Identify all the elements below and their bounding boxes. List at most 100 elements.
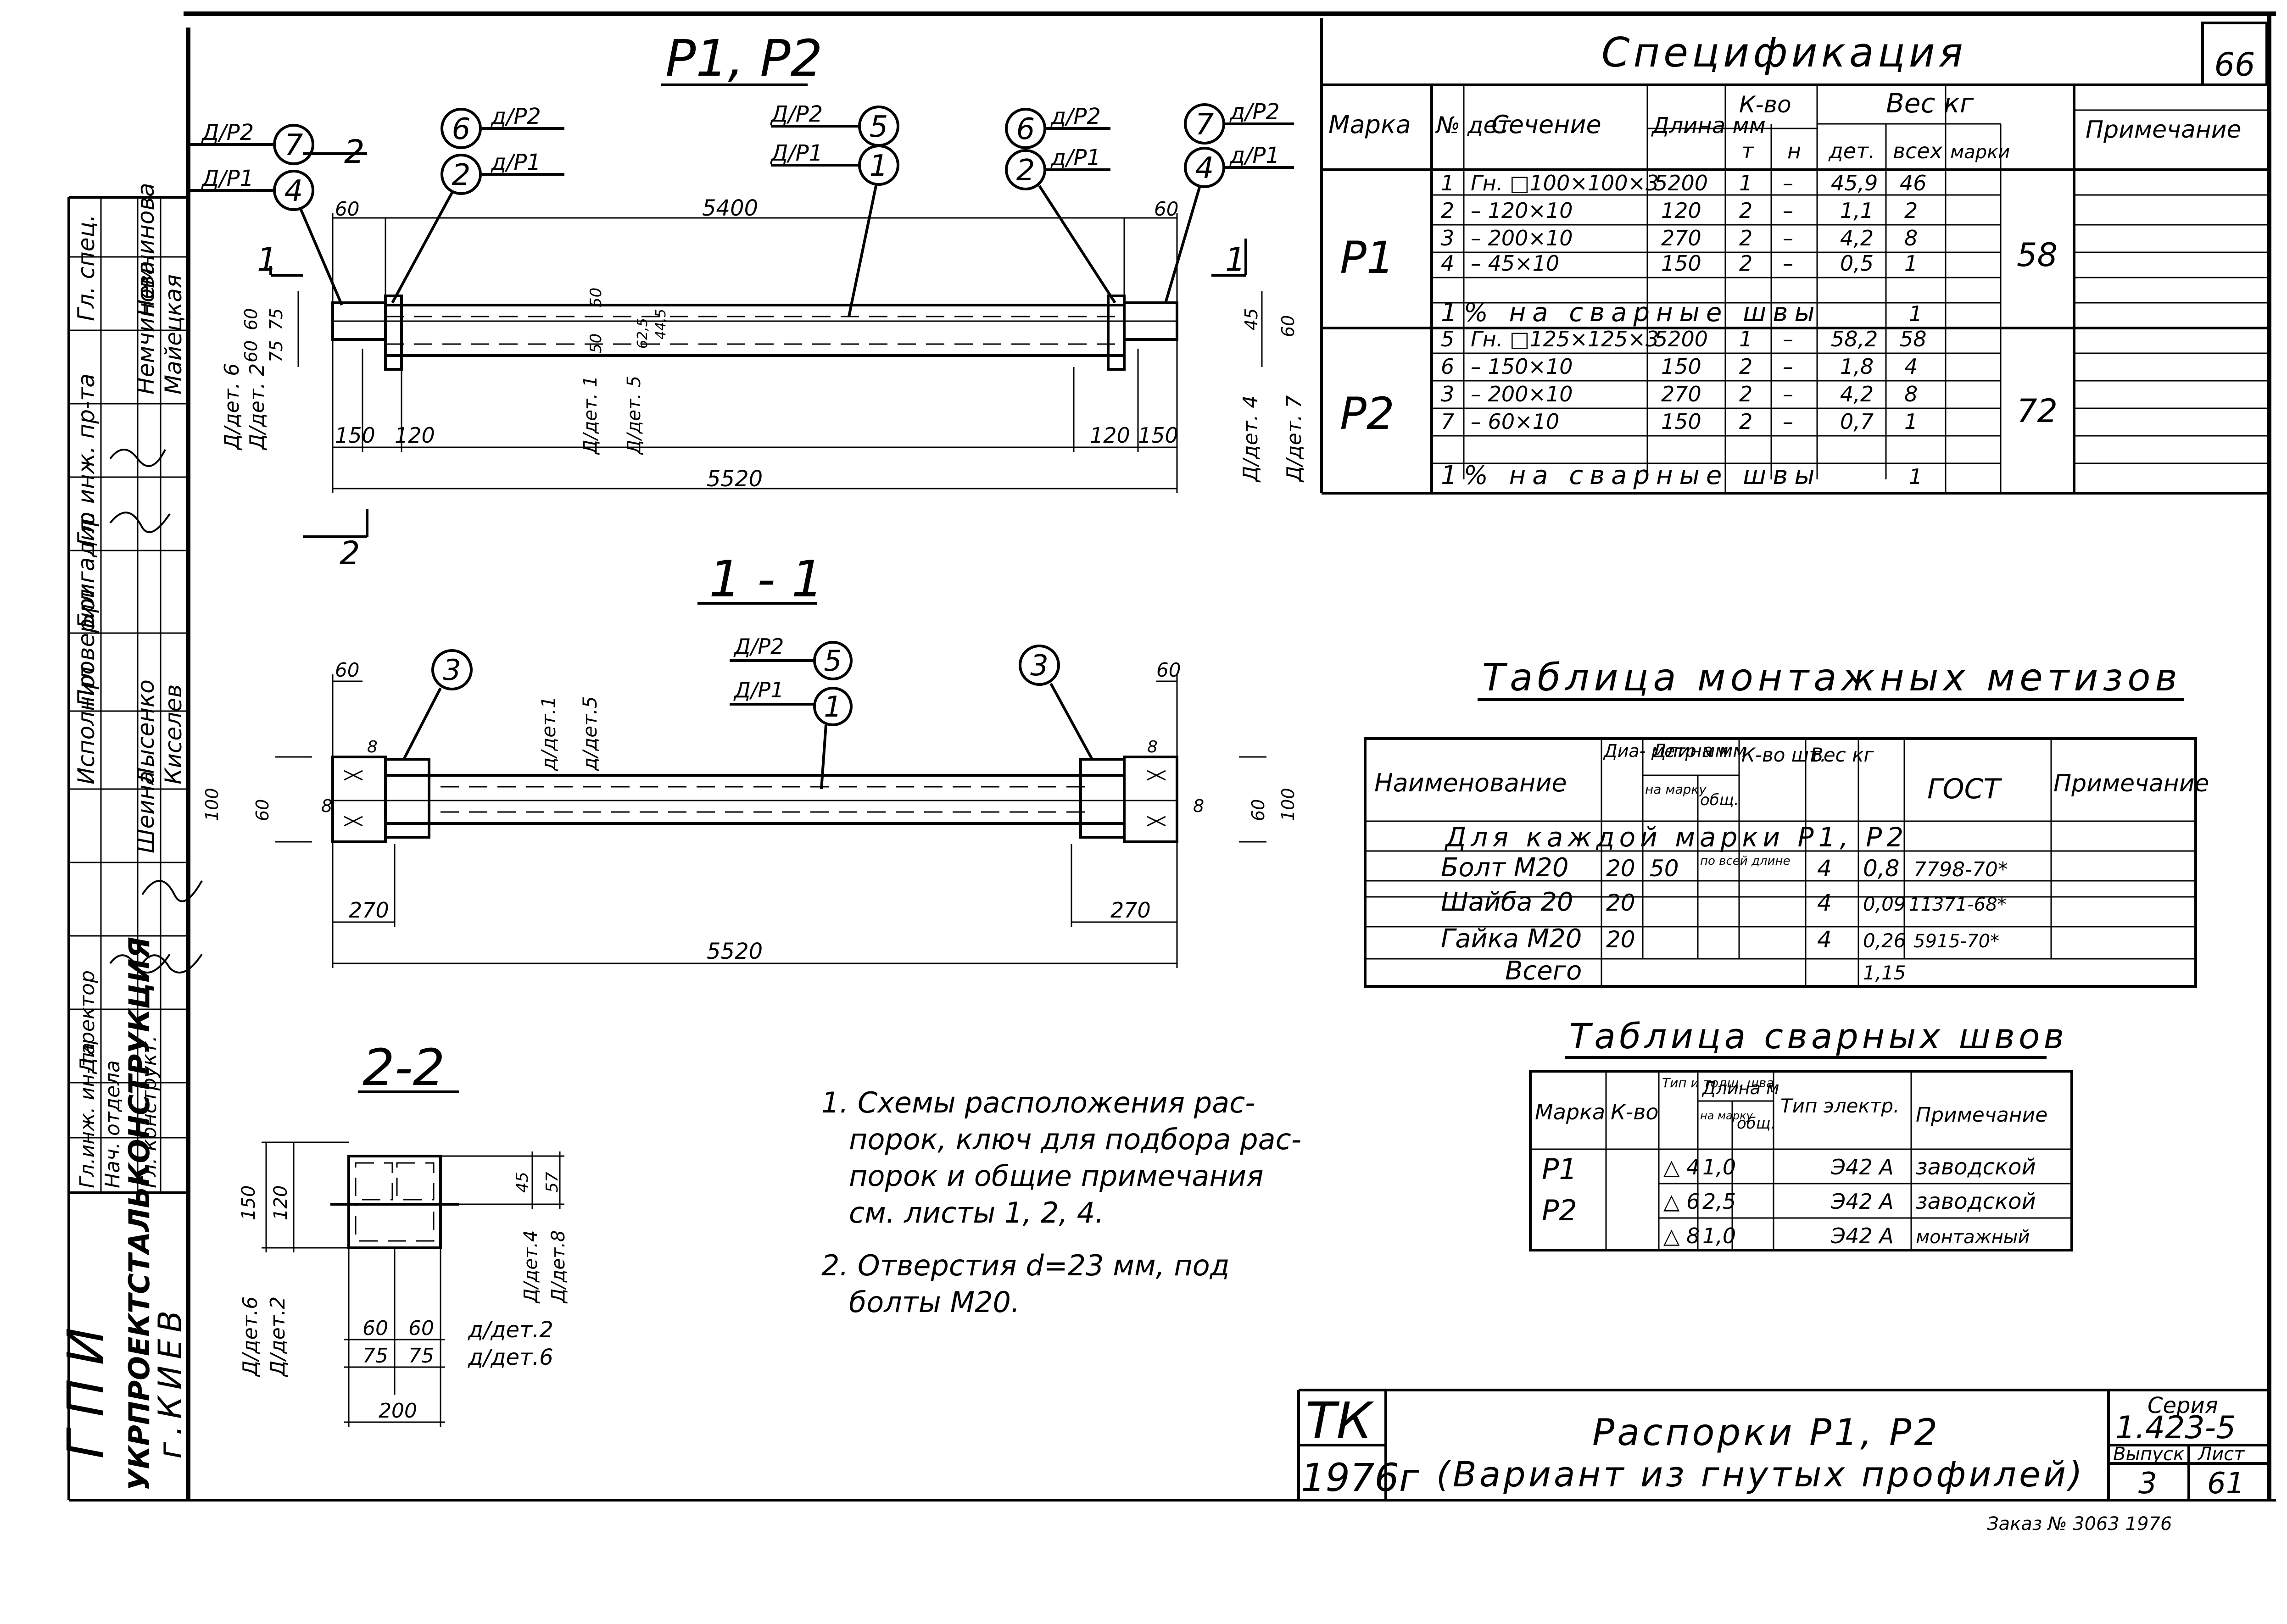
spec-p2-r4-n: – (1783, 409, 1793, 434)
note-line-1: 1. Схемы расположения рас- (821, 1086, 1255, 1119)
wld-r3-type: △ 8 (1663, 1224, 1700, 1248)
fst-r1-qty: 4 (1817, 855, 1832, 882)
spec-p1-r1-det: 1 (1441, 171, 1454, 195)
dim-45-r: 45 (1241, 308, 1261, 330)
tb-title-2: (Вариант из гнутых профилей) (1436, 1454, 2085, 1495)
spec-p2-welds: 1% на сварные швы (1441, 461, 1821, 490)
dim-mid-50b: 50 (587, 334, 605, 353)
sec22-d150: 150 (238, 1185, 259, 1220)
stamp-role-3: Проверил (73, 589, 100, 706)
fst-r1-lenall: по всей длине (1700, 854, 1790, 868)
fst-r2-dia: 20 (1606, 890, 1635, 916)
callout-labels: Д/Р2 Д/Р1 д/Р2 д/Р1 Д/Р2 Д/Р1 д/Р2 д/Р1 … (201, 99, 1280, 191)
spec-p2-r3-det: 3 (1441, 382, 1454, 406)
spec-h-qty: К-во (1739, 91, 1791, 118)
cut2-top: 2 (344, 133, 365, 171)
spec-title: Спецификация (1601, 29, 1967, 76)
vlbl-det1: Д/дет. 1 (580, 376, 601, 455)
stamp-name-1: Немчинова (133, 261, 159, 395)
co-2b: 2 (1016, 154, 1035, 188)
spec-p1-r3-len: 270 (1661, 226, 1701, 250)
spec-p1-r1-sec: Гн. □100×100×3 (1471, 171, 1659, 195)
note-line-6: болты М20. (849, 1285, 1020, 1319)
spec-p2-r4-wa: 1 (1904, 409, 1918, 434)
sec11-title: 1 - 1 (709, 550, 824, 608)
sec11-co1: 1 (824, 690, 842, 723)
lbl-ap1-b: д/Р1 (1050, 145, 1101, 171)
spec-p1-r1-n: – (1783, 171, 1793, 195)
sec11-lbl-dp2: Д/Р2 (733, 634, 784, 659)
sheet-frame (67, 11, 2276, 1502)
spec-p2-mark-weight: 72 (2017, 392, 2058, 430)
co-4b: 4 (1195, 151, 1214, 185)
sec11-h60-r: 60 (1248, 799, 1268, 821)
stamp-role-1: Гл. инж. пр-та (73, 373, 100, 546)
sec22-l1: Д/дет.6 (239, 1296, 262, 1377)
spec-p2-r1-t: 1 (1739, 327, 1752, 351)
view-title: P1, P2 (665, 29, 823, 88)
tb-issue-label: Выпуск (2113, 1444, 2184, 1465)
tb-title-1: Распорки P1, P2 (1592, 1411, 1940, 1454)
sec11-b8-tr: 8 (1147, 738, 1158, 756)
cut1-left: 1 (257, 241, 278, 278)
cut2-bottom: 2 (340, 534, 360, 572)
sec22-r1: д/дет.2 (468, 1317, 553, 1343)
stamp-org-full: УКРПРОЕКТСТАЛЬКОНСТРУКЦИЯ (123, 937, 156, 1491)
lbl-dp1-a: Д/Р1 (201, 166, 254, 191)
spec-p1-r1-wa: 46 (1900, 171, 1927, 195)
fst-group-row: Для каждой марки P1, P2 (1444, 822, 1908, 853)
spec-p2-r3-n: – (1783, 382, 1793, 406)
spec-p2-r3-len: 270 (1661, 382, 1701, 406)
sec22-w75b: 75 (408, 1344, 434, 1368)
spec-p1-r4-sec: – 45×10 (1471, 251, 1559, 276)
notes: 1. Схемы расположения рас- порок, ключ д… (821, 1086, 1301, 1319)
spec-p2-r4-sec: – 60×10 (1471, 409, 1559, 434)
fst-h-note: Примечание (2053, 770, 2209, 797)
view-p1-p2: P1, P2 5400 5520 60 6 (188, 29, 1306, 572)
spec-p1-r3-wa: 8 (1904, 226, 1918, 250)
lbl-dp2-a: Д/Р2 (201, 120, 254, 145)
spec-p1-r2-wa: 2 (1904, 198, 1918, 223)
fst-h-name: Наименование (1374, 768, 1567, 797)
tb-tk: ТК (1305, 1391, 1374, 1450)
dim-mid-50a: 50 (587, 288, 605, 307)
spec-h-det: № дет (1435, 112, 1512, 139)
spec-table: Спецификация 66 Марка № дет Сечение Длин… (1320, 18, 2269, 495)
spec-p1-mark-weight: 58 (2017, 236, 2058, 274)
fst-r1-gost: 7798-70* (1913, 858, 2008, 881)
wld-h-note: Примечание (1916, 1103, 2047, 1127)
spec-p2-r3-wd: 4,2 (1840, 382, 1874, 406)
dim-120-l: 120 (395, 423, 435, 448)
spec-h-weight: Вес кг (1886, 88, 1974, 119)
lbl-dp1-b: Д/Р1 (770, 140, 823, 166)
dim-5520: 5520 (707, 466, 763, 492)
spec-p2-r4-wd: 0,7 (1840, 409, 1874, 434)
co-1: 1 (870, 149, 888, 183)
spec-h-wmark: марки (1950, 142, 2010, 163)
spec-p2-r1-wa: 58 (1900, 327, 1927, 351)
note-line-3: порок и общие примечания (849, 1159, 1263, 1193)
spec-p1-r2-len: 120 (1661, 198, 1701, 223)
spec-p2-r1-det: 5 (1441, 327, 1454, 351)
vlbl-det5: Д/дет. 5 (624, 376, 645, 455)
fst-r2-gost: 11371-68* (1909, 894, 2007, 915)
spec-mark-p1: P1 (1340, 232, 1395, 284)
spec-p2-r1-sec: Гн. □125×125×3 (1471, 327, 1659, 351)
fst-r2-qty: 4 (1817, 890, 1832, 916)
sec11-callouts (402, 641, 1093, 790)
tb-sheet: 61 (2207, 1467, 2244, 1501)
sec22-w200: 200 (379, 1399, 417, 1423)
fst-r2-weight: 0,09 (1863, 893, 1906, 915)
spec-p2-r2-wa: 4 (1904, 354, 1918, 379)
spec-h-t: т (1741, 139, 1754, 163)
tb-issue: 3 (2138, 1467, 2157, 1501)
sec11-h100-r: 100 (1278, 788, 1298, 821)
dim-150-r: 150 (1138, 423, 1178, 448)
wld-h-lenall: общ. (1737, 1114, 1776, 1133)
spec-p1-r4-len: 150 (1661, 251, 1701, 276)
cut-marks (269, 152, 1247, 538)
spec-h-mark: Марка (1328, 110, 1411, 139)
dim-60b: 60 (241, 340, 261, 362)
sec11-co3b: 3 (1030, 649, 1048, 682)
spec-p1-r4-det: 4 (1441, 251, 1454, 276)
